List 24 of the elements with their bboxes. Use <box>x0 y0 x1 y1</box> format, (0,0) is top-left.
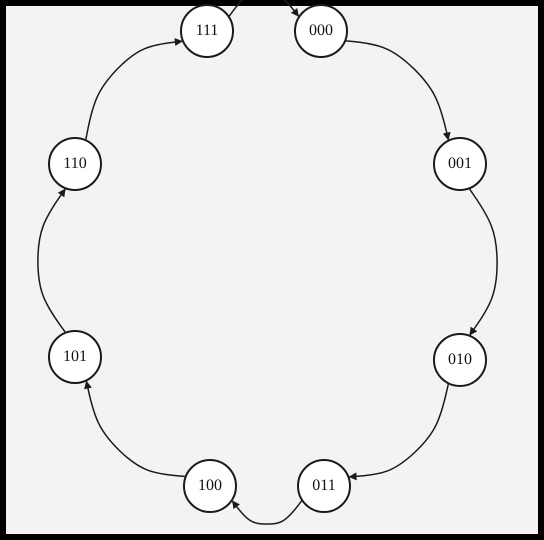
transition-arrow <box>348 384 449 480</box>
state-label: 011 <box>312 477 336 495</box>
state-circle <box>433 137 487 191</box>
transition-arrow <box>37 188 66 332</box>
state-circle <box>180 4 234 58</box>
state-label: 100 <box>198 477 222 495</box>
transition-arrow <box>232 500 302 525</box>
transition-arrow <box>228 0 300 17</box>
state-label: 010 <box>448 351 472 369</box>
transition-arrow <box>346 40 451 140</box>
state-label: 000 <box>309 22 333 40</box>
transition-arrow <box>84 380 185 478</box>
state-circle <box>297 459 351 513</box>
state-label: 101 <box>63 348 87 366</box>
state-circle <box>433 333 487 387</box>
transition-arrow <box>469 188 498 336</box>
state-circle <box>294 4 348 58</box>
state-label: 111 <box>196 22 218 40</box>
state-label: 110 <box>63 155 87 173</box>
transition-arrow <box>85 38 183 140</box>
state-label: 001 <box>448 155 472 173</box>
state-circle <box>48 330 102 384</box>
state-circle <box>48 137 102 191</box>
state-circle <box>183 459 237 513</box>
